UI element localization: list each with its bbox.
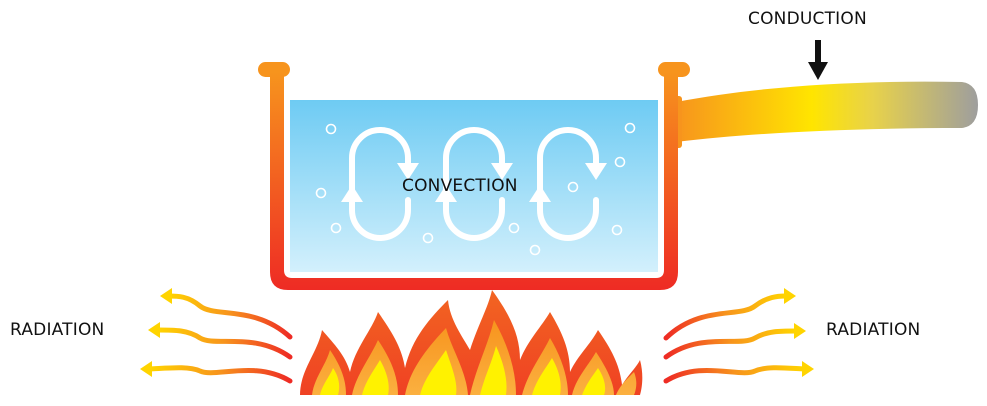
arrow-down-icon — [808, 40, 828, 80]
conduction-label: CONDUCTION — [748, 9, 867, 29]
convection-label: CONVECTION — [402, 176, 518, 196]
radiation-label-right: RADIATION — [826, 320, 920, 340]
pan-handle — [676, 82, 978, 142]
radiation-label-left: RADIATION — [10, 320, 104, 340]
wavy-arrow-icon — [150, 296, 290, 381]
wavy-arrow-icon — [666, 296, 804, 381]
flame-icon — [300, 290, 642, 395]
